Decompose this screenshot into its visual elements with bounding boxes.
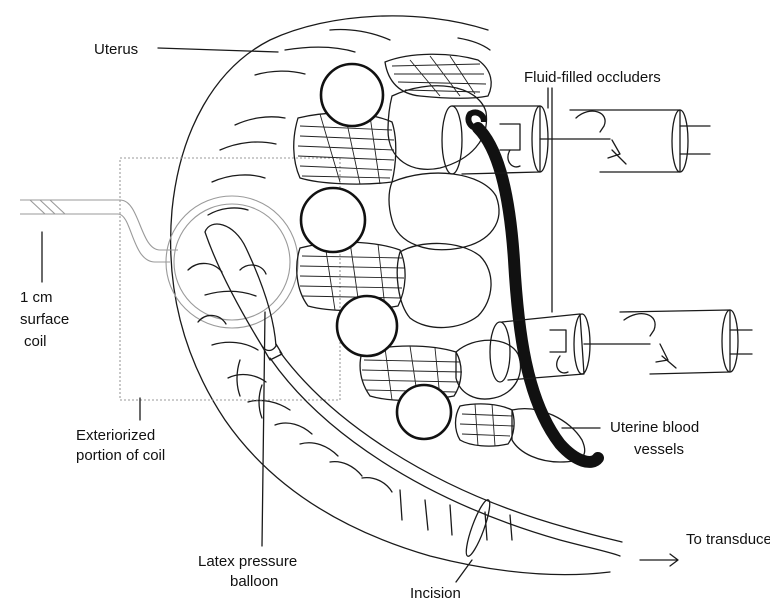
surface-coil-label-line3: coil — [24, 333, 47, 350]
uterus-label: Uterus — [94, 41, 138, 58]
incision-label: Incision — [410, 585, 461, 602]
occluders-label: Fluid-filled occluders — [524, 69, 661, 86]
to-transducer-arrow-icon — [640, 554, 678, 566]
exteriorized-label-line2: portion of coil — [76, 447, 165, 464]
exteriorized-label-line1: Exteriorized — [76, 427, 155, 444]
vessels-label-line2: vessels — [634, 441, 684, 458]
surface-coil-label-line1: 1 cm — [20, 289, 53, 306]
balloon-label-line1: Latex pressure — [198, 553, 297, 570]
exteriorized-coil-box — [120, 158, 340, 400]
uterus-outline — [171, 16, 610, 575]
occluder-circle-3 — [337, 296, 397, 356]
to-transducer-label: To transducer — [686, 531, 770, 548]
vessels-label-line1: Uterine blood — [610, 419, 699, 436]
surface-coil-label-line2: surface — [20, 311, 69, 328]
occluder-circle-4 — [397, 385, 451, 439]
occluder-circle-2 — [301, 188, 365, 252]
occluder-circle-1 — [321, 64, 383, 126]
surface-coil — [20, 196, 298, 328]
occluder-circles — [301, 64, 451, 439]
balloon-label-line2: balloon — [230, 573, 278, 590]
